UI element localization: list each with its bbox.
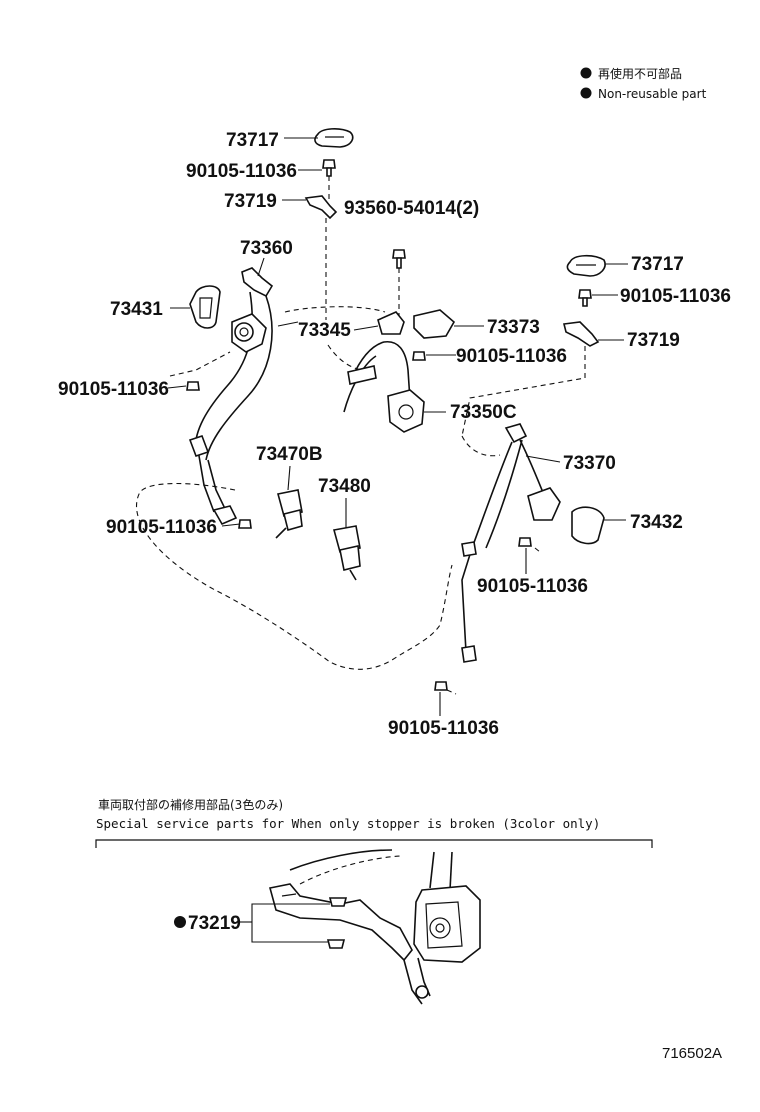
- anchor-plate-top: [304, 195, 338, 220]
- center-retractor: [387, 389, 425, 433]
- part-labels: 73717 90105-11036 73719 93560-54014(2) 7…: [58, 130, 731, 739]
- part-label: 73350C: [450, 402, 517, 423]
- legend: 再使用不可部品 Non-reusable part: [580, 66, 707, 101]
- bolt-icon: [322, 159, 336, 169]
- center-anchor: [377, 311, 405, 335]
- bolt-icon: [392, 249, 406, 259]
- part-label: 73431: [110, 299, 163, 320]
- part-label: 90105-11036: [477, 576, 588, 597]
- belt-guide: [241, 267, 274, 298]
- bolt-icon: [578, 289, 592, 299]
- part-label: 90105-11036: [58, 379, 169, 400]
- non-reusable-marker-icon: [580, 67, 592, 79]
- legend-jp: 再使用不可部品: [598, 66, 682, 81]
- buckle-73470b: [275, 489, 303, 539]
- part-label: 73480: [318, 476, 371, 497]
- part-label: 73719: [224, 191, 277, 212]
- left-seat-belt: [188, 267, 274, 526]
- leader-lines: [167, 137, 628, 716]
- right-retractor: [527, 487, 561, 521]
- part-label: 73432: [630, 512, 683, 533]
- anchor-cover-right: [566, 254, 606, 277]
- part-label: 90105-11036: [388, 718, 499, 739]
- center-cover-73373: [413, 309, 456, 339]
- note-en: Special service parts for When only stop…: [96, 816, 600, 831]
- part-label: 90105-11036: [620, 286, 731, 307]
- right-side-cover: [571, 506, 605, 545]
- service-note: 車両取付部の補修用部品(3色のみ) Special service parts …: [95, 797, 653, 848]
- non-reusable-marker-icon: [580, 87, 592, 99]
- part-label: 73373: [487, 317, 540, 338]
- anchor-cover-top: [314, 128, 354, 148]
- anchor-plate-right: [563, 321, 600, 347]
- right-belt-guide: [504, 423, 528, 444]
- top-anchor-assembly: [304, 128, 354, 320]
- part-label: 73719: [627, 330, 680, 351]
- part-label: 73219: [188, 913, 241, 934]
- part-label: 90105-11036: [186, 161, 297, 182]
- part-label: 93560-54014(2): [344, 198, 479, 219]
- note-jp: 車両取付部の補修用部品(3色のみ): [98, 797, 283, 812]
- bolt-93560: [392, 249, 406, 320]
- bolt-icon: [186, 381, 200, 391]
- bolt-icon: [412, 351, 426, 361]
- diagram-code: 716502A: [662, 1045, 722, 1062]
- left-side-cover: [189, 285, 221, 329]
- non-reusable-marker-icon: [174, 916, 186, 928]
- part-label: 73470B: [256, 444, 323, 465]
- inset-detail: 73219: [174, 849, 481, 1005]
- inset-retractor: [413, 885, 481, 963]
- part-label: 90105-11036: [456, 346, 567, 367]
- inset-stopper-plate: [269, 883, 413, 962]
- buckle-73480: [332, 525, 361, 581]
- part-label: 73717: [226, 130, 279, 151]
- part-label: 73360: [240, 238, 293, 259]
- left-bolts: [169, 351, 252, 529]
- bolt-icon: [238, 519, 252, 529]
- part-label: 73345: [298, 320, 351, 341]
- bolt-icon: [518, 537, 532, 547]
- center-seat-belt: [343, 309, 456, 433]
- legend-en: Non-reusable part: [598, 87, 707, 101]
- right-anchor-assembly: [461, 254, 606, 437]
- part-label: 90105-11036: [106, 517, 217, 538]
- right-seat-belt: [434, 423, 561, 695]
- part-label: 73717: [631, 254, 684, 275]
- part-label: 73370: [563, 453, 616, 474]
- bolt-icon: [434, 681, 448, 691]
